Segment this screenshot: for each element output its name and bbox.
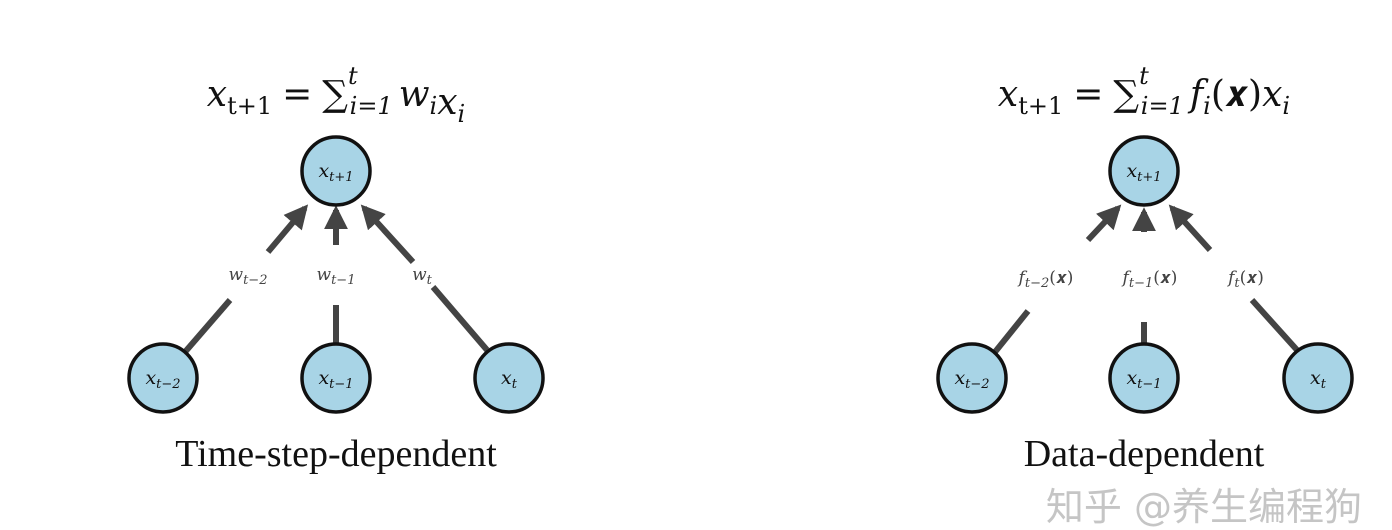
node-label: xt xyxy=(501,367,518,392)
edge-lower xyxy=(182,298,233,354)
node-output: xt+1 xyxy=(300,135,372,207)
watermark: 知乎 @养生编程狗 xyxy=(1046,485,1362,529)
node-circle xyxy=(300,342,372,414)
node-label: xt+1 xyxy=(318,160,353,185)
node-label: xt+1 xyxy=(1126,160,1161,185)
edge-weight-label: wt−1 xyxy=(317,265,356,288)
node-input: xt xyxy=(1282,342,1354,414)
edge-weight-label: ft−1(𝒙) xyxy=(1121,268,1178,291)
node-label: xt−1 xyxy=(318,367,353,392)
edge-weight-label: wt−2 xyxy=(229,265,268,288)
node-circle xyxy=(1108,342,1180,414)
node-label: xt−2 xyxy=(954,367,989,392)
panel-caption: Data-dependent xyxy=(1024,433,1265,475)
edge-lower xyxy=(430,285,490,352)
node-circle xyxy=(473,342,545,414)
edge-lower xyxy=(992,309,1031,354)
edge-arrow xyxy=(1168,204,1213,253)
edge-lower xyxy=(1249,297,1300,353)
node-label: xt−1 xyxy=(1126,367,1161,392)
node-input: xt−1 xyxy=(300,342,372,414)
node-circle xyxy=(127,342,199,414)
node-label: xt xyxy=(1310,367,1327,392)
node-input: xt−2 xyxy=(127,342,199,414)
node-input: xt xyxy=(473,342,545,414)
node-label: xt−2 xyxy=(145,367,180,392)
node-circle xyxy=(300,135,372,207)
node-input: xt−2 xyxy=(936,342,1008,414)
node-output: xt+1 xyxy=(1108,135,1180,207)
node-circle xyxy=(1108,135,1180,207)
node-input: xt−1 xyxy=(1108,342,1180,414)
edge-weight-label: ft−2(𝒙) xyxy=(1017,268,1074,291)
node-circle xyxy=(936,342,1008,414)
edge-weight-label: wt xyxy=(412,265,433,288)
edge-arrow xyxy=(1085,204,1122,243)
node-circle xyxy=(1282,342,1354,414)
edge-weight-label: ft(𝒙) xyxy=(1226,268,1264,291)
edge-arrow xyxy=(360,204,416,265)
panel-caption: Time-step-dependent xyxy=(175,433,497,475)
edge-arrow xyxy=(265,204,309,254)
